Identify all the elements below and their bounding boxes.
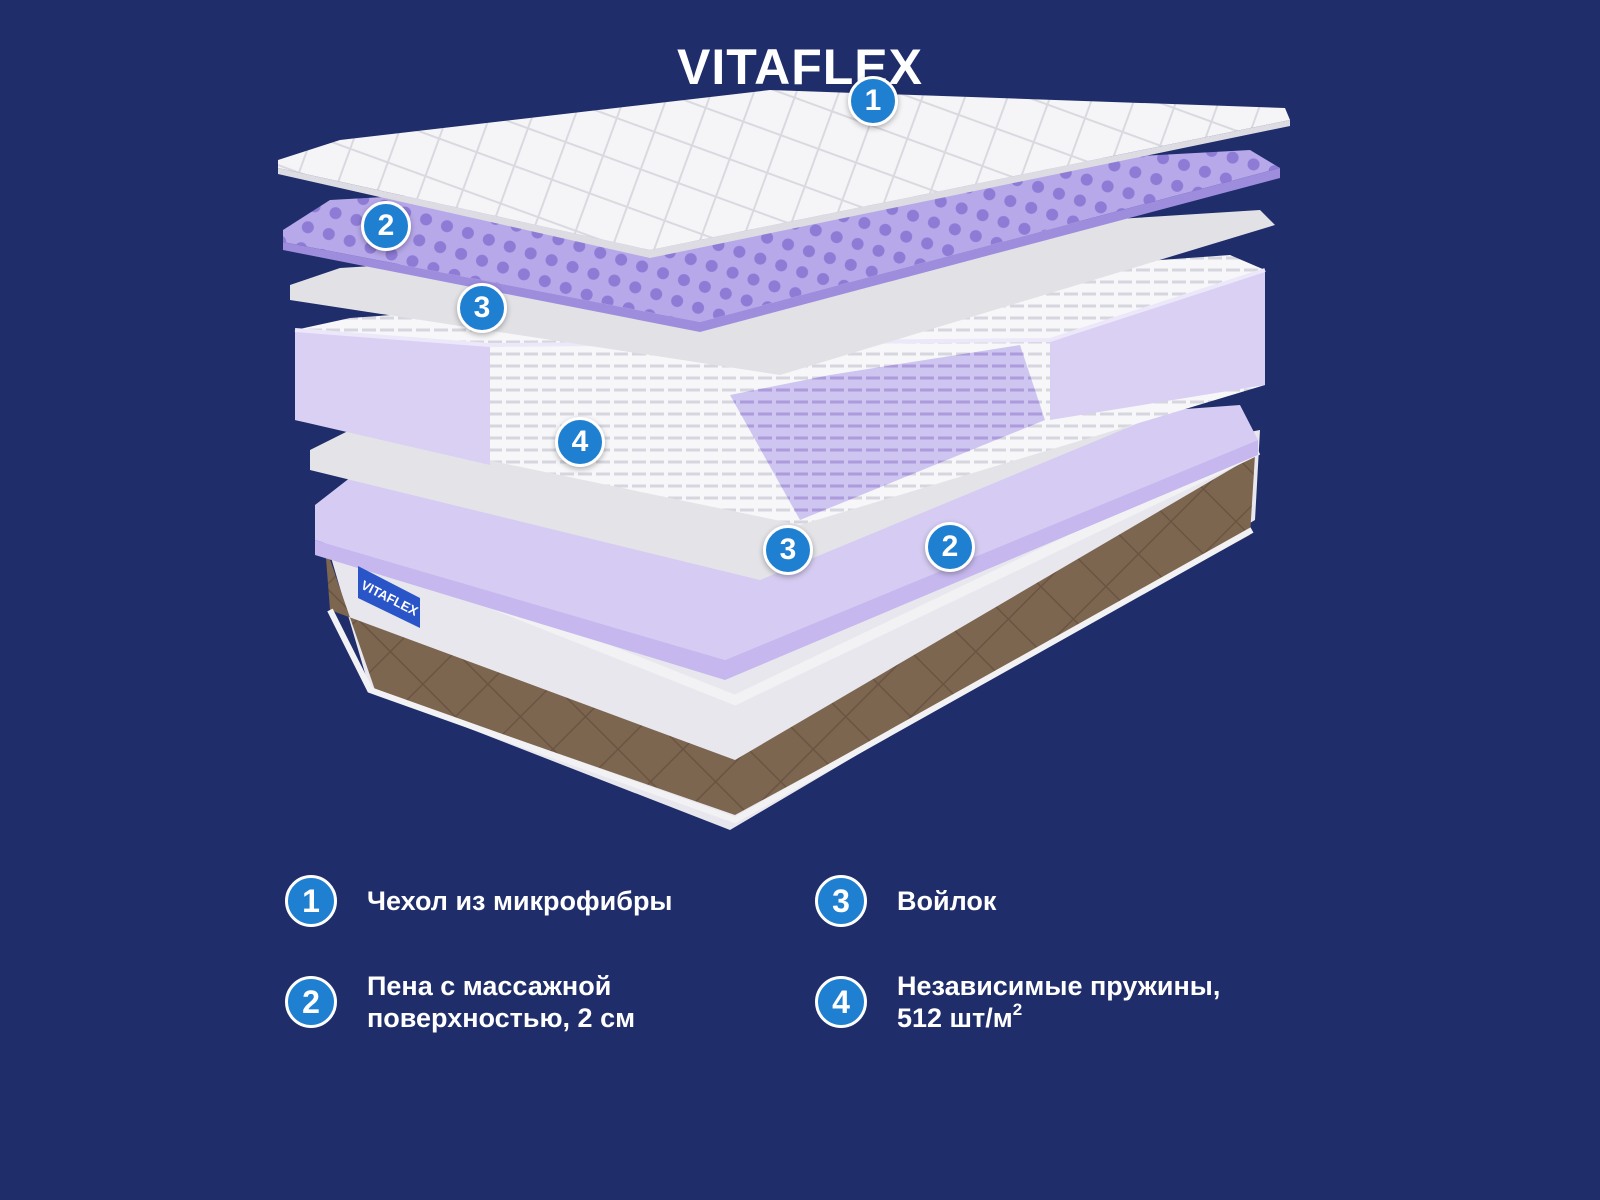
callout-massage-foam-top: 2 — [361, 201, 411, 251]
legend-item-cover: 1 Чехол из микрофибры — [285, 875, 673, 927]
legend-item-springs: 4 Независимые пружины, 512 шт/м2 — [815, 970, 1220, 1034]
legend-item-felt: 3 Войлок — [815, 875, 996, 927]
legend-label-line1: Чехол из микрофибры — [367, 886, 673, 916]
callout-springs: 4 — [555, 417, 605, 467]
legend-label-line1: Войлок — [897, 886, 997, 916]
legend-badge: 4 — [815, 976, 867, 1028]
legend-badge: 2 — [285, 976, 337, 1028]
legend-badge: 3 — [815, 875, 867, 927]
callout-massage-foam-bottom: 2 — [925, 522, 975, 572]
layer-microfiber-cover — [278, 90, 1290, 258]
legend-badge: 1 — [285, 875, 337, 927]
legend-label: Пена с массажной поверхностью, 2 см — [367, 970, 635, 1034]
legend-label-line2: 512 шт/м2 — [897, 1000, 1220, 1034]
legend-label-line2: поверхностью, 2 см — [367, 1003, 636, 1033]
callout-felt-top: 3 — [457, 283, 507, 333]
legend-label-line2-text: 512 шт/м — [897, 1003, 1013, 1033]
legend-label-line1: Независимые пружины, — [897, 971, 1221, 1001]
legend-label: Независимые пружины, 512 шт/м2 — [897, 970, 1220, 1034]
callout-felt-bottom: 3 — [763, 525, 813, 575]
legend-label: Войлок — [897, 885, 996, 917]
callout-cover: 1 — [848, 76, 898, 126]
legend-item-massage-foam: 2 Пена с массажной поверхностью, 2 см — [285, 970, 635, 1034]
mattress-layers-diagram: VITAFLEX — [278, 90, 1290, 830]
legend-label: Чехол из микрофибры — [367, 885, 673, 917]
legend-label-superscript: 2 — [1012, 1000, 1023, 1019]
legend-label-line1: Пена с массажной — [367, 971, 612, 1001]
